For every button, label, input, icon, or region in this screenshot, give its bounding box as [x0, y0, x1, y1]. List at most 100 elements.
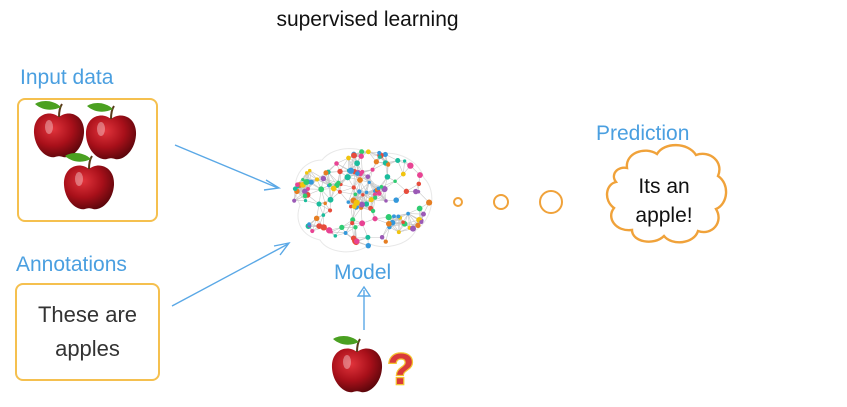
- brain-node: [333, 234, 338, 238]
- brain-node: [358, 153, 364, 159]
- prediction-label: Prediction: [596, 122, 690, 145]
- brain-node: [402, 159, 407, 163]
- brain-node: [365, 149, 371, 155]
- brain-node: [351, 203, 357, 209]
- brain-node: [403, 188, 410, 195]
- brain-node: [368, 196, 374, 203]
- input-arrow: [174, 144, 282, 191]
- brain-node: [417, 172, 423, 179]
- brain-link: [340, 184, 354, 188]
- brain-node: [426, 199, 433, 206]
- brain-link: [339, 191, 356, 195]
- apple-icon: [84, 102, 138, 161]
- prediction-line-2: apple!: [635, 204, 692, 227]
- brain-link: [407, 213, 411, 228]
- brain-link: [366, 176, 369, 193]
- apple-icon: [330, 335, 384, 394]
- brain-node: [328, 183, 332, 187]
- brain-node: [385, 214, 392, 221]
- brain-node: [334, 161, 339, 166]
- brain-node: [316, 223, 323, 229]
- brain-node: [406, 211, 410, 216]
- brain-node: [320, 175, 327, 182]
- brain-node: [400, 171, 406, 177]
- brain-node: [303, 179, 310, 186]
- brain-link: [316, 179, 331, 186]
- brain-link: [369, 169, 373, 183]
- brain-node: [413, 188, 419, 195]
- brain-node: [365, 242, 371, 249]
- annotation-arrow: [171, 241, 291, 307]
- brain-link: [385, 227, 390, 242]
- brain-node: [307, 168, 312, 173]
- brain-link: [372, 197, 376, 211]
- brain-node: [416, 205, 423, 212]
- brain-link: [362, 194, 376, 198]
- brain-node: [295, 182, 300, 187]
- brain-node: [310, 228, 315, 234]
- brain-link: [339, 191, 349, 203]
- brain-link: [331, 231, 346, 234]
- brain-node: [376, 191, 382, 196]
- brain-node: [302, 188, 308, 195]
- thought-bubble-icon: [453, 190, 563, 214]
- brain-node: [320, 224, 327, 231]
- brain-link: [353, 173, 358, 188]
- brain-node: [347, 167, 354, 174]
- brain-node: [370, 167, 375, 172]
- brain-node: [385, 220, 392, 227]
- brain-node: [364, 190, 369, 195]
- brain-node: [391, 214, 396, 219]
- brain-node: [316, 201, 322, 207]
- brain-node: [313, 215, 320, 222]
- brain-node: [348, 204, 353, 209]
- brain-node: [396, 214, 401, 219]
- brain-node: [353, 238, 360, 245]
- brain-node: [292, 198, 297, 203]
- diagram-title: supervised learning: [276, 8, 459, 31]
- brain-node: [376, 186, 381, 191]
- brain-link: [339, 187, 354, 193]
- annotation-box: These are apples: [15, 283, 160, 381]
- brain-node: [359, 220, 366, 227]
- brain-node: [385, 162, 391, 167]
- brain-node: [372, 216, 378, 222]
- brain-node: [367, 180, 371, 184]
- brain-node: [420, 211, 426, 217]
- brain-node: [393, 197, 399, 203]
- brain-node: [365, 174, 371, 180]
- brain-link: [302, 170, 310, 180]
- brain-node: [372, 192, 378, 197]
- brain-node: [410, 225, 416, 232]
- annotation-line-1: These are: [37, 302, 138, 327]
- brain-link: [348, 191, 360, 203]
- prediction-line-1: Its an: [638, 175, 689, 198]
- brain-node: [377, 150, 382, 155]
- brain-node: [339, 224, 345, 230]
- brain-node: [343, 231, 348, 235]
- brain-node: [355, 171, 360, 176]
- brain-link: [366, 182, 370, 193]
- brain-node: [336, 180, 341, 186]
- brain-node: [407, 162, 414, 169]
- brain-node: [395, 157, 401, 164]
- brain-link: [348, 187, 355, 203]
- brain-link: [393, 213, 409, 217]
- brain-link: [323, 203, 326, 216]
- apple-icon: [32, 100, 86, 159]
- brain-node: [292, 186, 298, 192]
- brain-node: [350, 217, 356, 223]
- brain-node: [393, 179, 397, 183]
- brain-node: [326, 227, 333, 234]
- brain-link: [367, 176, 379, 189]
- brain-node: [304, 171, 309, 175]
- brain-network-icon: [292, 148, 433, 253]
- brain-node: [415, 222, 421, 229]
- brain-node: [337, 189, 342, 194]
- brain-node: [330, 185, 337, 192]
- brain-node: [379, 234, 385, 240]
- brain-link: [328, 171, 339, 184]
- brain-node: [327, 196, 334, 203]
- brain-node: [353, 192, 358, 197]
- brain-node: [328, 208, 333, 213]
